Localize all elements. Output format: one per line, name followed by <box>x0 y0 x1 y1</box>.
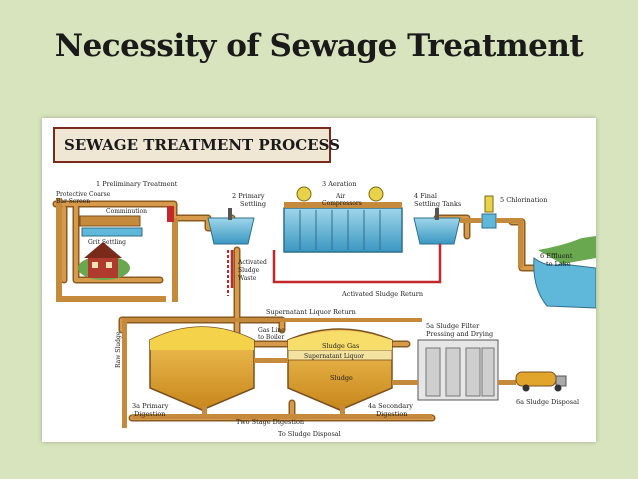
primary-digester <box>149 326 255 411</box>
activated-sludge-return-line <box>230 244 442 288</box>
label-activated-3: Waste <box>238 275 257 282</box>
digester-to-filter-pipe <box>392 380 418 385</box>
diagram-heading: SEWAGE TREATMENT PROCESS <box>64 136 340 154</box>
aeration-dividers <box>299 210 381 250</box>
label-protective-1: Protective Coarse <box>56 191 111 198</box>
primary-settling-tank <box>207 217 255 245</box>
air-compressor-icon <box>296 186 312 202</box>
label-two-stage: Two Stage Digestion <box>236 418 304 426</box>
label-primary-1: 2 Primary <box>232 192 265 200</box>
chlor-outlet-pipe <box>496 218 522 223</box>
air-compressor-icon <box>368 186 384 202</box>
primary-drain-pipe <box>202 406 207 416</box>
label-filter-1: 5a Sludge Filter <box>426 322 480 330</box>
label-final-2: Settling Tanks <box>414 200 461 208</box>
label-effluent-2: to Lake <box>546 260 571 268</box>
final-settling-rake <box>435 208 439 220</box>
comminution-channel <box>79 215 141 227</box>
sewage-diagram: SEWAGE TREATMENT PROCESS <box>52 127 596 438</box>
label-supernatant: Supernatant Liquor Return <box>266 308 356 316</box>
lake-icon <box>533 257 596 309</box>
lake-shore <box>538 236 596 264</box>
sludge-filter-building <box>417 339 499 401</box>
sludge-disposal-pipe <box>132 414 432 419</box>
grit-riser-pipe <box>172 218 178 302</box>
inlet-pipe <box>56 198 62 298</box>
label-gasline-1: Gas Line <box>258 327 285 334</box>
label-gasline-2: to Boiler <box>258 334 284 341</box>
digester-connector-pipe <box>254 358 288 363</box>
label-return: Activated Sludge Return <box>341 290 423 298</box>
label-primary-dig-2: Digestion <box>134 410 165 418</box>
comminutor-icon <box>167 206 174 222</box>
label-comminution: Comminution <box>106 208 147 215</box>
effluent-pipe <box>518 218 523 268</box>
raw-sludge-pipe <box>122 318 127 428</box>
primary-settling-rake <box>228 208 232 220</box>
heading-box <box>53 127 331 163</box>
secondary-drain-pipe <box>340 406 345 416</box>
chlorination-tank <box>481 213 497 229</box>
air-header-pipe <box>284 202 402 208</box>
label-secondary-2: Digestion <box>376 410 407 418</box>
label-raw-sludge: Raw Sludge <box>115 331 122 368</box>
label-preliminary: 1 Preliminary Treatment <box>96 180 178 188</box>
label-air-1: Air <box>335 193 345 200</box>
chlorine-feeder-icon <box>484 195 494 213</box>
grit-settling-channel <box>81 227 143 237</box>
slide-title: Necessity of Sewage Treatment <box>54 28 584 64</box>
final-settling-tank <box>413 217 461 245</box>
label-sludge-gas: Sludge Gas <box>322 342 359 350</box>
label-primary-dig-1: 3a Primary <box>132 402 169 410</box>
filter-outlet-pipe <box>498 380 516 385</box>
house-icon <box>78 242 130 280</box>
label-grit: Grit Settling <box>88 239 126 246</box>
label-secondary-1: 4a Secondary <box>368 402 413 410</box>
supernatant-return-pipe <box>122 318 422 322</box>
label-protective-2: Bar Screen <box>56 198 90 205</box>
label-filter-2: Pressing and Drying <box>426 330 493 338</box>
final-to-chlor-pipe <box>460 218 482 223</box>
sludge-truck-icon <box>515 371 567 392</box>
label-activated-1: Activated <box>237 259 267 266</box>
label-aeration: 3 Aeration <box>322 180 357 188</box>
secondary-digester <box>287 328 393 411</box>
aeration-tank <box>283 207 403 253</box>
diagram-panel: SEWAGE TREATMENT PROCESS <box>42 118 596 442</box>
label-disposal: To Sludge Disposal <box>278 430 341 438</box>
label-sludge-disposal: 6a Sludge Disposal <box>516 398 579 406</box>
label-effluent-1: 6 Effluent <box>540 252 573 260</box>
label-air-2: Compressors <box>322 200 362 207</box>
label-primary-2: Settling <box>240 200 266 208</box>
label-sludge: Sludge <box>330 374 353 382</box>
label-final-1: 4 Final <box>414 192 437 200</box>
label-supernatant-liquor: Supernatant Liquor <box>304 353 364 360</box>
grit-outlet-pipe <box>56 296 166 302</box>
label-activated-2: Sludge <box>238 267 260 274</box>
label-chlorination: 5 Chlorination <box>500 196 547 204</box>
